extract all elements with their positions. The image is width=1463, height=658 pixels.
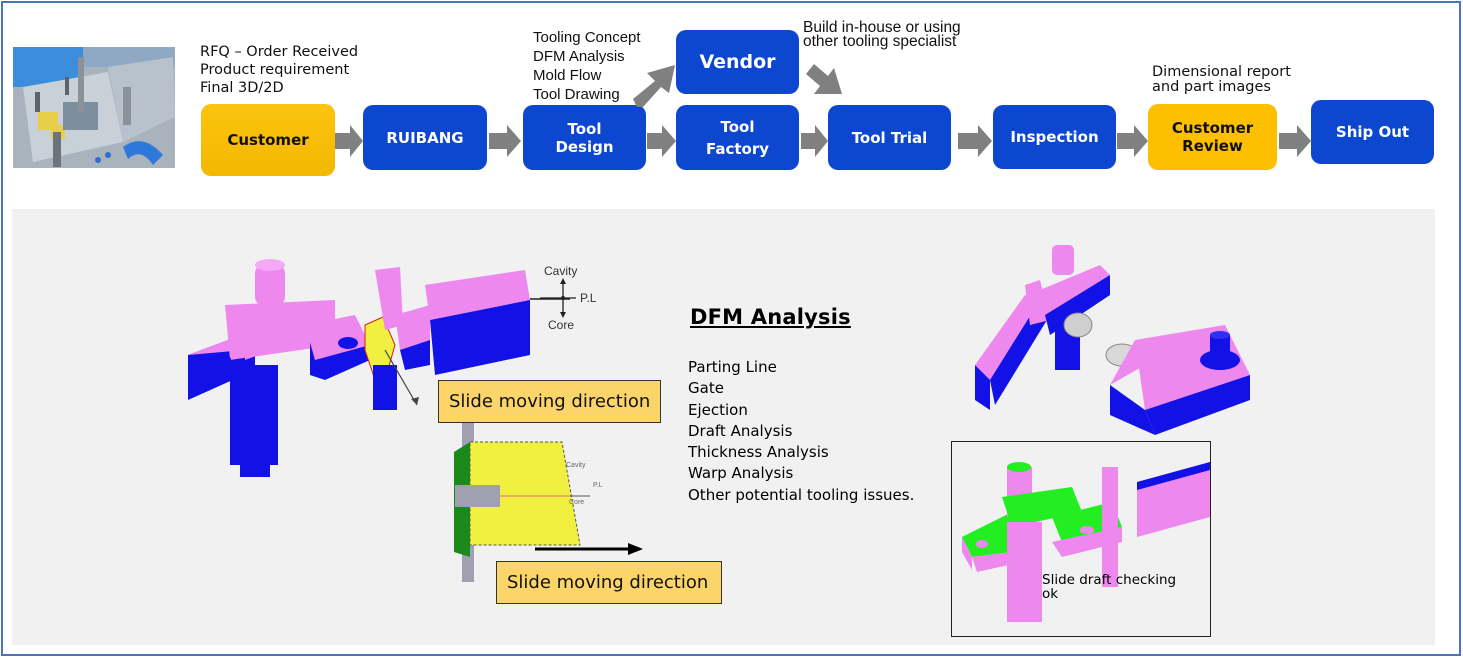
part-parting-line-model [188, 259, 570, 477]
arrow-right-icon [958, 125, 992, 157]
node-tool-factory: Tool Factory [676, 105, 799, 170]
dfm-item: Warp Analysis [688, 464, 794, 483]
arrow-right-icon [1279, 125, 1311, 157]
node-customer: Customer [201, 104, 335, 176]
dfm-item: Ejection [688, 400, 748, 419]
dfm-item: Other potential tooling issues. [688, 485, 915, 504]
node-vendor: Vendor [676, 30, 799, 94]
core-label: Core [548, 318, 575, 332]
dfm-item: Parting Line [688, 358, 777, 376]
node-inspection: Inspection [993, 105, 1116, 169]
core-label-small: Core [569, 499, 585, 506]
callout-slide-direction-bottom: Slide moving direction [496, 561, 722, 604]
mold-tool-photo [13, 47, 175, 168]
node-tool-trial: Tool Trial [828, 105, 951, 170]
arrow-right-icon [335, 125, 363, 157]
node-tool-design: Tool Design [523, 105, 646, 170]
cavity-label: Cavity [544, 264, 578, 278]
mold-exploded-model [975, 245, 1250, 435]
draft-check-inset [951, 441, 1211, 637]
node-ruibang: RUIBANG [363, 105, 487, 170]
customer-review-note: Dimensional report and part images [1152, 64, 1291, 95]
dfm-item: Draft Analysis [688, 421, 793, 440]
node-customer-review: Customer Review [1148, 104, 1277, 170]
node-ship-out: Ship Out [1311, 100, 1434, 164]
tool-design-note: Tooling Concept DFM Analysis Mold Flow T… [533, 29, 641, 103]
arrow-right-icon [647, 125, 676, 157]
callout-slide-direction-top: Slide moving direction [438, 380, 661, 423]
arrow-right-icon [801, 125, 828, 157]
parting-line-axis-icon [540, 278, 576, 318]
cavity-label-small: Cavity [566, 462, 586, 469]
draft-check-model [962, 462, 1210, 622]
arrow-down-right-icon [806, 62, 846, 96]
dfm-checklist: Parting Line Gate Ejection Draft Analysi… [688, 357, 914, 506]
slide-closeup-model [454, 412, 643, 582]
vendor-note: Build in-house or using other tooling sp… [803, 19, 961, 50]
arrow-up-right-icon [633, 63, 675, 107]
dfm-title: DFM Analysis [690, 305, 851, 329]
pl-label: P.L [580, 291, 597, 305]
dfm-item: Gate [688, 379, 724, 398]
arrow-right-icon [489, 125, 521, 157]
dfm-item: Thickness Analysis [688, 443, 829, 462]
customer-note: RFQ – Order Received Product requirement… [200, 44, 359, 96]
arrow-right-icon [1117, 125, 1148, 157]
pl-label-small: P.L [593, 482, 603, 489]
inset-caption: Slide draft checking ok [1042, 572, 1177, 602]
